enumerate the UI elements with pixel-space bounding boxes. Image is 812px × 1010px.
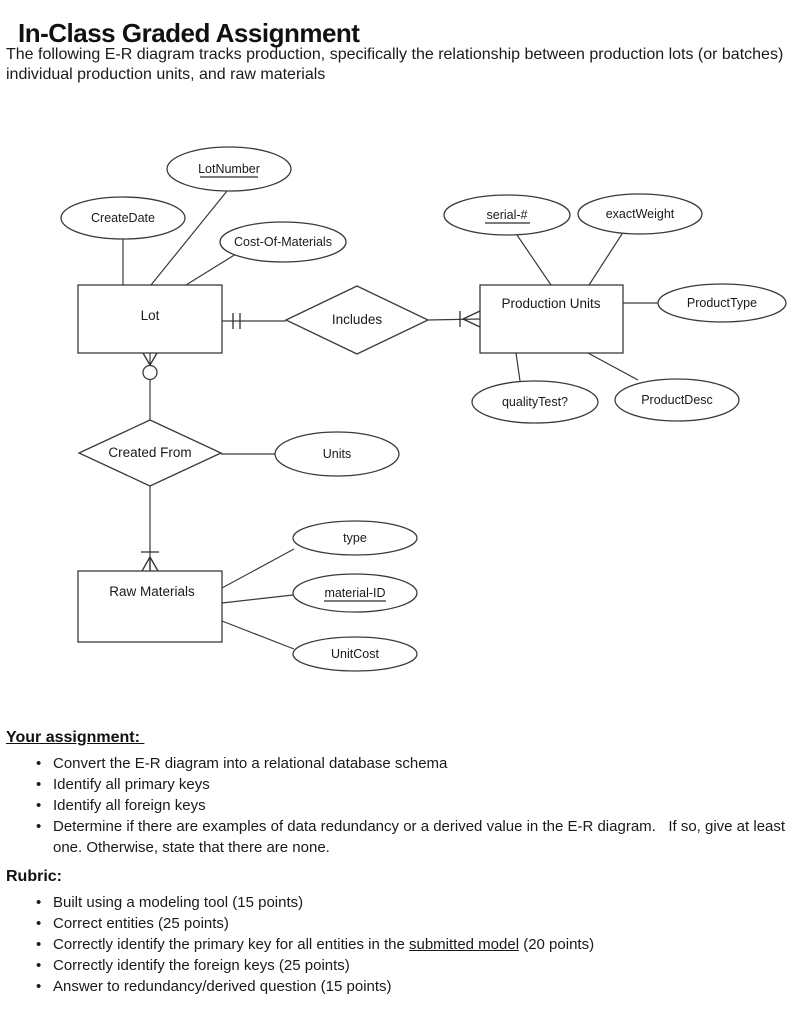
list-item: Identify all primary keys [6,774,788,795]
connector-unitcost-rm [221,620,295,650]
attribute-createdate-ellipse [60,196,186,240]
attribute-units-ellipse [274,431,400,477]
cardinality-crowfoot-pu-bottom [462,318,481,328]
relationship-diamonds [77,285,430,487]
attribute-units-label: Units [323,447,351,461]
cardinality-marks [141,310,481,572]
relationship-includes-label: Includes [332,312,383,327]
intro-line-1: The following E-R diagram tracks product… [6,46,784,63]
relationship-created-from-label: Created From [108,445,191,460]
assignment-item-text: Identify all primary keys [53,776,210,793]
attribute-serial-ellipse [443,194,571,236]
connector-includes-pu [427,318,481,321]
attribute-lotnumber-ellipse [166,146,292,192]
attribute-costofmaterials-ellipse [219,221,347,263]
attribute-unitcost-label: UnitCost [331,647,379,661]
rubric-list: Built using a modeling tool (15 points) … [6,892,788,997]
rubric-item-prefix: Correctly identify the primary key for a… [53,936,409,953]
attribute-exactweight-label: exactWeight [606,207,675,221]
rubric-heading: Rubric: [6,868,62,885]
rubric-item-text: Built using a modeling tool (15 points) [53,894,304,911]
entity-raw-materials [77,570,223,643]
list-item: Correct entities (25 points) [6,913,788,934]
entity-lot-label: Lot [141,308,160,323]
attribute-serial-label: serial-# [487,208,528,222]
attribute-productdesc-label: ProductDesc [641,393,713,407]
connector-qualitytest-pu [515,352,521,382]
entity-lot [77,284,223,354]
rubric-item-text: Correct entities (25 points) [53,915,229,932]
attribute-producttype-label: ProductType [687,296,757,310]
attribute-connectors [122,190,658,650]
attribute-type-ellipse [292,520,418,556]
assignment-heading: Your assignment: [6,729,145,746]
diagram-labels: Lot Production Units Raw Materials Inclu… [91,162,757,661]
er-diagram: Lot Production Units Raw Materials Inclu… [60,146,787,672]
assignment-section: Your assignment: Convert the E-R diagram… [6,727,802,858]
attribute-qualitytest-label: qualityTest? [502,395,568,409]
rubric-item-text: Answer to redundancy/derived question (1… [53,978,392,995]
page-title: In-Class Graded Assignment [18,18,360,49]
assignment-item-text: Determine if there are examples of data … [53,818,786,856]
list-item: Answer to redundancy/derived question (1… [6,976,788,997]
connector-type-rm [221,548,295,589]
relationship-connectors [149,318,481,571]
list-item: Built using a modeling tool (15 points) [6,892,788,913]
attribute-type-label: type [343,531,367,545]
intro-paragraph: The following E-R diagram tracks product… [6,45,796,85]
rubric-section: Rubric: Built using a modeling tool (15 … [6,866,802,997]
entity-rectangles [77,284,624,643]
assignment-item-text: Identify all foreign keys [53,797,206,814]
attribute-ellipses [60,146,787,672]
connector-materialid-rm [221,594,294,604]
rubric-item-text: Correctly identify the foreign keys (25 … [53,957,350,974]
connector-costofmaterials-lot [185,253,237,286]
list-item: Correctly identify the primary key for a… [6,934,788,955]
attribute-lotnumber-label: LotNumber [198,162,260,176]
cardinality-crowfoot-lot-left [142,352,151,366]
assignment-item-text: Convert the E-R diagram into a relationa… [53,755,448,772]
cardinality-crowfoot-pu-top [462,310,481,320]
connector-exactweight-pu [588,233,623,286]
rubric-item-suffix: (20 points) [519,936,595,953]
list-item: Correctly identify the foreign keys (25 … [6,955,788,976]
cardinality-crowfoot-rm-left [141,556,151,572]
rubric-item-underlined: submitted model [408,936,520,953]
list-item: Identify all foreign keys [6,795,788,816]
cardinality-crowfoot-lot-right [149,352,158,366]
intro-line-2: individual production units, and raw mat… [6,66,326,83]
connector-productdesc-pu [587,352,639,381]
connector-lotnumber-lot [150,190,228,286]
assignment-list: Convert the E-R diagram into a relationa… [6,753,788,858]
list-item: Convert the E-R diagram into a relationa… [6,753,788,774]
relationship-includes-diamond [284,285,430,355]
entity-production-units [479,284,624,354]
entity-raw-materials-label: Raw Materials [109,584,195,599]
attribute-qualitytest-ellipse [471,380,599,424]
attribute-materialid-ellipse [292,573,418,613]
attribute-materialid-label: material-ID [324,586,385,600]
attribute-costofmaterials-label: Cost-Of-Materials [234,235,332,249]
attribute-exactweight-ellipse [577,193,703,235]
connector-serial-pu [516,234,552,286]
cardinality-crowfoot-rm-right [149,556,159,572]
attribute-createdate-label: CreateDate [91,211,155,225]
cardinality-optional-circle [142,364,158,381]
relationship-created-from-diamond [77,419,223,487]
attribute-productdesc-ellipse [614,378,740,422]
entity-production-units-label: Production Units [501,296,600,311]
list-item: Determine if there are examples of data … [6,816,788,858]
attribute-unitcost-ellipse [292,636,418,672]
attribute-producttype-ellipse [657,283,787,323]
